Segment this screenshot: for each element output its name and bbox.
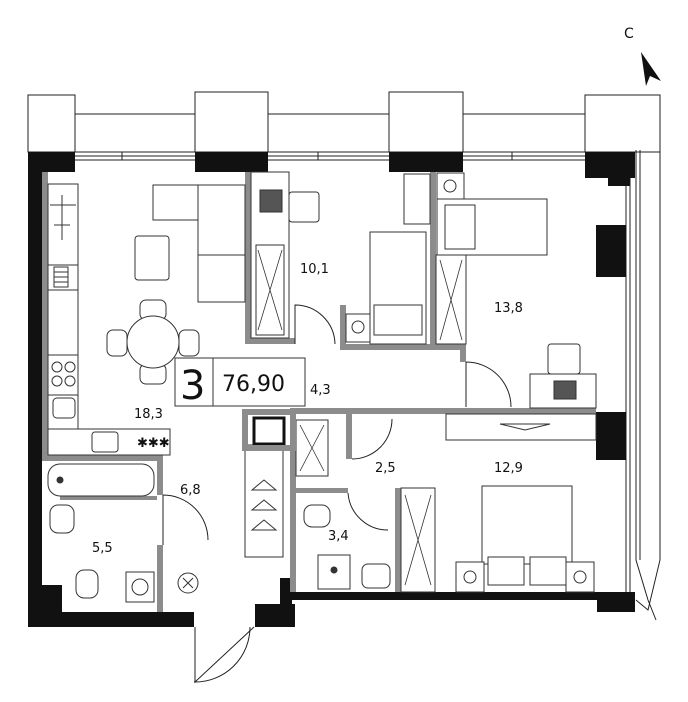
room-area-hall: 4,3 — [310, 383, 331, 398]
hob-burner-icon — [64, 361, 76, 373]
room-area-bedroom-small: 10,1 — [300, 262, 329, 277]
north-arrow-icon — [641, 52, 661, 86]
desk-icon — [529, 373, 597, 409]
room-area-bedroom-big: 13,8 — [494, 301, 523, 316]
compass-label: С — [624, 26, 634, 42]
bedroom-small-furniture — [250, 171, 427, 345]
bedroom-big-furniture — [403, 172, 597, 409]
washbasin-icon — [361, 563, 391, 589]
lamp-icon — [443, 179, 457, 193]
hob-burner-icon — [51, 361, 63, 373]
room-area-living: 18,3 — [134, 407, 163, 422]
compass: С — [624, 26, 661, 86]
toilet-icon — [303, 504, 331, 528]
shower-icon — [317, 554, 351, 590]
chair-icon — [547, 343, 581, 375]
partitions — [42, 172, 596, 612]
doors — [162, 304, 512, 684]
dining-table-icon — [126, 315, 180, 369]
pouf-icon — [134, 235, 170, 281]
chair-icon — [178, 329, 200, 357]
hob-burner-icon — [51, 375, 63, 387]
washbasin-icon — [49, 504, 75, 534]
room-labels: 18,3 10,1 13,8 12,9 4,3 2,5 6,8 5,5 3,4 — [92, 262, 523, 556]
room-count: 3 — [180, 363, 205, 409]
sofa-icon — [152, 184, 246, 303]
lamp-icon — [463, 570, 477, 584]
lamp-icon — [573, 570, 587, 584]
room-area-bedroom-south: 12,9 — [494, 461, 523, 476]
summary-box: 3 76,90 — [174, 357, 306, 409]
kitchen-sink-icon — [52, 397, 76, 419]
total-area: 76,90 — [222, 372, 285, 397]
bathtub-icon — [47, 463, 155, 497]
hall-furniture — [242, 409, 329, 558]
chair-icon — [106, 329, 128, 357]
toilet-icon — [75, 569, 99, 599]
room-area-bathroom: 5,5 — [92, 541, 113, 556]
appliance-marks: ✱✱✱ — [137, 436, 170, 451]
chair-icon — [288, 191, 320, 223]
bathroom-fixtures — [47, 463, 391, 603]
lamp-icon — [351, 320, 365, 334]
radiator-icon — [403, 173, 431, 225]
room-area-wc: 3,4 — [328, 529, 349, 544]
kitchen-counter — [47, 183, 79, 430]
monitor-icon — [259, 189, 283, 213]
sink-icon — [91, 431, 119, 453]
room-area-entry: 6,8 — [180, 483, 201, 498]
bedroom-south-furniture — [400, 413, 597, 593]
living-furniture — [47, 183, 246, 456]
exterior-walls — [28, 152, 635, 627]
hob-burner-icon — [64, 375, 76, 387]
monitor-icon — [553, 380, 577, 400]
double-bed-icon — [481, 485, 573, 565]
room-area-corridor: 2,5 — [375, 461, 396, 476]
